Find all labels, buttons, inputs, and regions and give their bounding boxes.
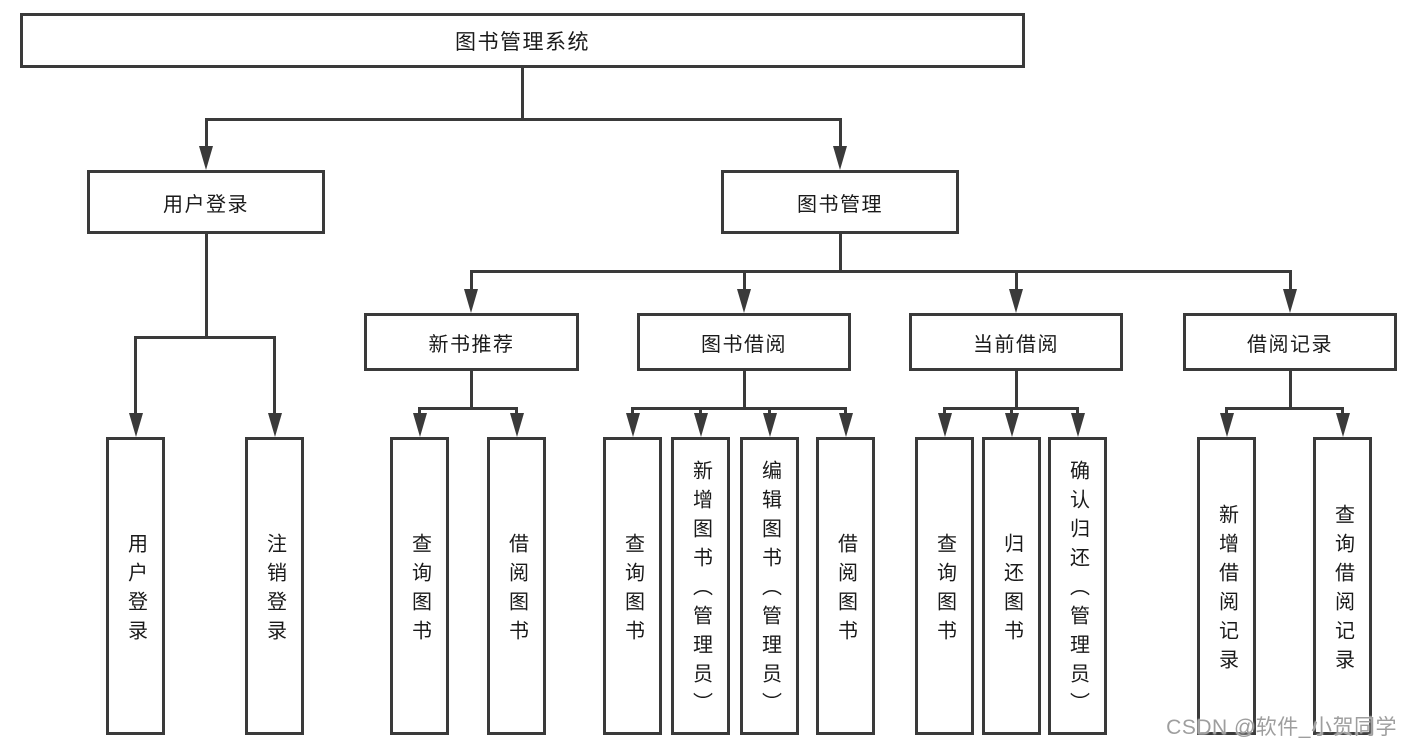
arrowhead-down-icon <box>1009 289 1023 313</box>
leaf-label: 查询借阅记录 <box>1331 503 1354 678</box>
connector-new-books-stem <box>469 371 473 407</box>
arrowhead-down-icon <box>737 289 751 313</box>
arrowhead-down-icon <box>267 413 282 437</box>
arrowhead-down-icon <box>199 146 213 170</box>
connector-drop <box>1076 407 1079 415</box>
connector-drop <box>943 407 946 415</box>
node-label: 当前借阅 <box>973 333 1059 356</box>
leaf-label: 新增图书（管理员） <box>689 460 712 721</box>
leaf-label: 确认归还（管理员） <box>1066 460 1089 721</box>
leaf-label: 用户登录 <box>124 532 147 649</box>
leaf-label: 归还图书 <box>1000 532 1023 649</box>
arrowhead-down-icon <box>464 289 478 313</box>
leaf-label: 新增借阅记录 <box>1215 503 1238 678</box>
leaf-query-books: 查询图书 <box>915 437 974 735</box>
leaf-label: 编辑图书（管理员） <box>758 460 781 721</box>
node-label: 用户登录 <box>163 193 249 216</box>
connector-book-mgmt-stem <box>838 234 842 270</box>
arrowhead-down-icon <box>412 413 427 437</box>
leaf-add-borrow-record: 新增借阅记录 <box>1197 437 1256 735</box>
csdn-watermark: CSDN @软件_小贺同学 <box>1166 716 1397 739</box>
connector-book-borrow-stem <box>742 371 746 407</box>
leaf-label: 借阅图书 <box>834 532 857 649</box>
leaf-user-login: 用户登录 <box>106 437 165 735</box>
node-new-book-recommend: 新书推荐 <box>364 313 579 371</box>
leaf-logout: 注销登录 <box>245 437 304 735</box>
leaf-query-books: 查询图书 <box>603 437 662 735</box>
node-label: 借阅记录 <box>1247 333 1333 356</box>
arrowhead-down-icon <box>937 413 952 437</box>
leaf-confirm-return-admin: 确认归还（管理员） <box>1048 437 1107 735</box>
node-current-borrowing: 当前借阅 <box>909 313 1123 371</box>
node-label: 图书管理系统 <box>455 30 590 54</box>
connector-drop <box>273 336 276 415</box>
connector-root-stem <box>520 68 524 120</box>
node-label: 新书推荐 <box>428 333 515 356</box>
connector-drop <box>418 407 421 415</box>
connector-book-borrow-rail <box>632 407 846 410</box>
arrowhead-down-icon <box>1335 413 1350 437</box>
arrowhead-down-icon <box>838 413 853 437</box>
connector-user-login-rail <box>135 336 275 339</box>
node-borrow-records: 借阅记录 <box>1183 313 1397 371</box>
arrowhead-down-icon <box>1283 289 1297 313</box>
connector-root-rail <box>206 118 840 121</box>
node-book-management: 图书管理 <box>721 170 959 234</box>
connector-drop <box>1225 407 1228 415</box>
connector-drop <box>1341 407 1344 415</box>
node-user-login: 用户登录 <box>87 170 325 234</box>
connector-drop <box>768 407 771 415</box>
leaf-add-books-admin: 新增图书（管理员） <box>671 437 730 735</box>
arrowhead-down-icon <box>1004 413 1019 437</box>
arrowhead-down-icon <box>509 413 524 437</box>
connector-borrow-records-stem <box>1288 371 1292 407</box>
connector-current-borrow-stem <box>1014 371 1018 407</box>
arrowhead-down-icon <box>128 413 143 437</box>
connector-drop-book-mgmt <box>838 118 842 148</box>
connector-drop <box>134 336 137 415</box>
arrowhead-down-icon <box>1219 413 1234 437</box>
arrowhead-down-icon <box>625 413 640 437</box>
connector-drop <box>515 407 518 415</box>
node-label: 图书管理 <box>797 193 883 216</box>
connector-drop <box>469 270 473 291</box>
connector-borrow-records-rail <box>1226 407 1343 410</box>
connector-drop <box>1010 407 1013 415</box>
connector-drop <box>631 407 634 415</box>
leaf-query-books: 查询图书 <box>390 437 449 735</box>
leaf-label: 借阅图书 <box>505 532 528 649</box>
arrowhead-down-icon <box>762 413 777 437</box>
node-book-borrowing: 图书借阅 <box>637 313 851 371</box>
arrowhead-down-icon <box>833 146 847 170</box>
leaf-query-borrow-record: 查询借阅记录 <box>1313 437 1372 735</box>
arrowhead-down-icon <box>693 413 708 437</box>
node-library-management-system: 图书管理系统 <box>20 13 1025 68</box>
connector-drop <box>742 270 746 291</box>
connector-drop <box>699 407 702 415</box>
connector-drop <box>1288 270 1292 291</box>
connector-drop <box>844 407 847 415</box>
connector-user-login-stem <box>204 234 208 336</box>
leaf-borrow-books: 借阅图书 <box>816 437 875 735</box>
leaf-edit-books-admin: 编辑图书（管理员） <box>740 437 799 735</box>
leaf-label: 查询图书 <box>408 532 431 649</box>
connector-drop-user-login <box>204 118 208 148</box>
leaf-label: 查询图书 <box>933 532 956 649</box>
connector-book-mgmt-rail <box>471 270 1290 273</box>
leaf-label: 查询图书 <box>621 532 644 649</box>
connector-drop <box>1014 270 1018 291</box>
node-label: 图书借阅 <box>701 333 787 356</box>
arrowhead-down-icon <box>1070 413 1085 437</box>
leaf-label: 注销登录 <box>263 532 286 649</box>
connector-new-books-rail <box>419 407 517 410</box>
leaf-return-books: 归还图书 <box>982 437 1041 735</box>
leaf-borrow-books: 借阅图书 <box>487 437 546 735</box>
